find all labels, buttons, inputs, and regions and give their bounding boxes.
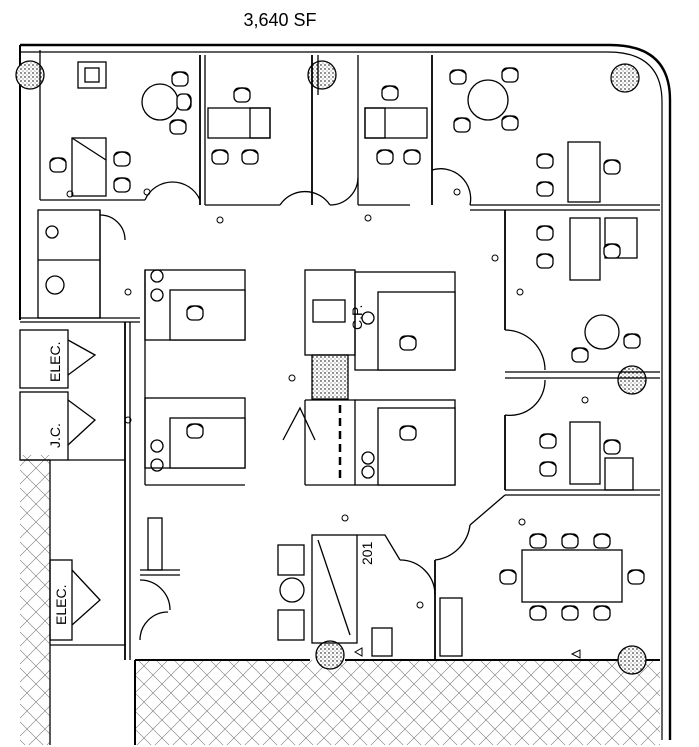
outlet-label: C.P. — [349, 305, 365, 330]
area-title: 3,640 SF — [243, 10, 317, 30]
jc-label: J.C. — [47, 423, 63, 448]
top-furniture — [71, 61, 601, 203]
top-chairs — [49, 67, 621, 197]
column — [315, 640, 345, 670]
exterior-wall — [19, 43, 672, 740]
conference-room — [434, 494, 645, 660]
column — [307, 60, 337, 90]
top-offices — [39, 50, 660, 211]
column — [617, 645, 647, 675]
column — [617, 365, 647, 395]
column — [610, 63, 640, 93]
service-rooms — [20, 209, 140, 323]
column-block — [311, 354, 349, 400]
right-offices — [504, 210, 660, 496]
kitchen — [139, 517, 436, 657]
duct-label: 201 — [359, 541, 375, 565]
core-strip — [19, 322, 131, 745]
elec-label-upper: ELEC. — [47, 342, 63, 382]
left-corridor-floor — [20, 455, 50, 745]
column — [15, 60, 45, 90]
fixture-marks — [66, 188, 589, 659]
elec-label-lower: ELEC. — [53, 585, 69, 625]
workstations — [144, 269, 456, 486]
lower-corridor-floor — [135, 660, 660, 745]
